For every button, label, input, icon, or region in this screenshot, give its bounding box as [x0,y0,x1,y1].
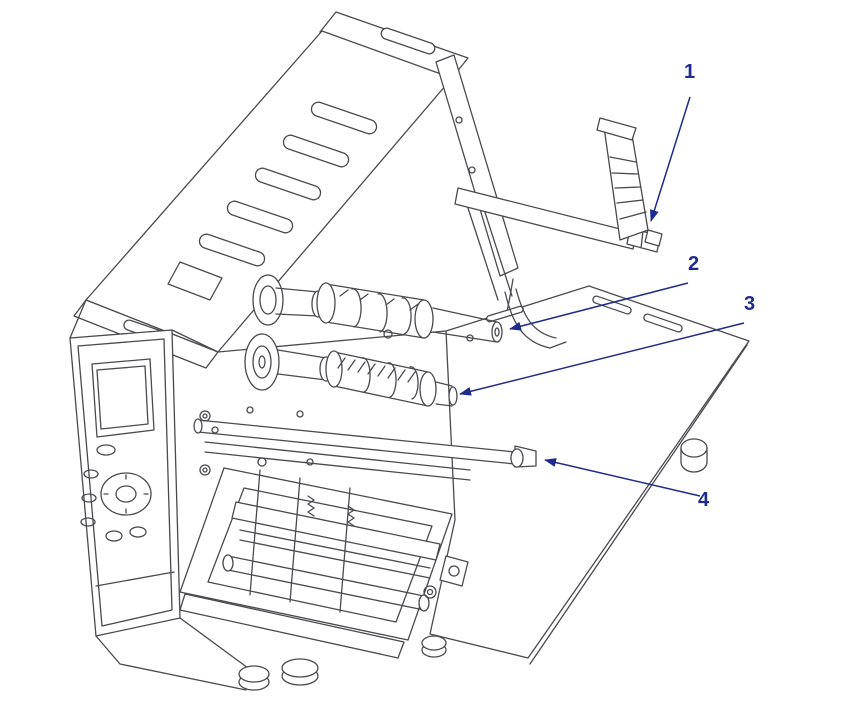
callout-label-3: 3 [744,293,756,315]
ribbon-takeup-spindle [244,333,458,407]
media-guide-bar [193,418,537,481]
base-plate [217,285,750,665]
callout-label-1: 1 [684,61,696,83]
ribbon-supply-spindle [252,274,503,343]
callout-label-4: 4 [698,489,710,511]
media-hanger [454,117,663,253]
vent-panel [73,30,453,369]
callout-2-arrow [509,282,689,331]
callout-1-arrow [650,96,691,222]
callout-3-arrow [459,322,745,396]
screw-details [199,329,474,422]
control-panel [69,299,219,637]
callout-4-arrow [544,458,701,497]
callout-arrows [459,96,745,497]
printer-drawing [69,11,750,691]
print-mechanism [95,457,469,691]
callout-label-2: 2 [688,253,700,275]
